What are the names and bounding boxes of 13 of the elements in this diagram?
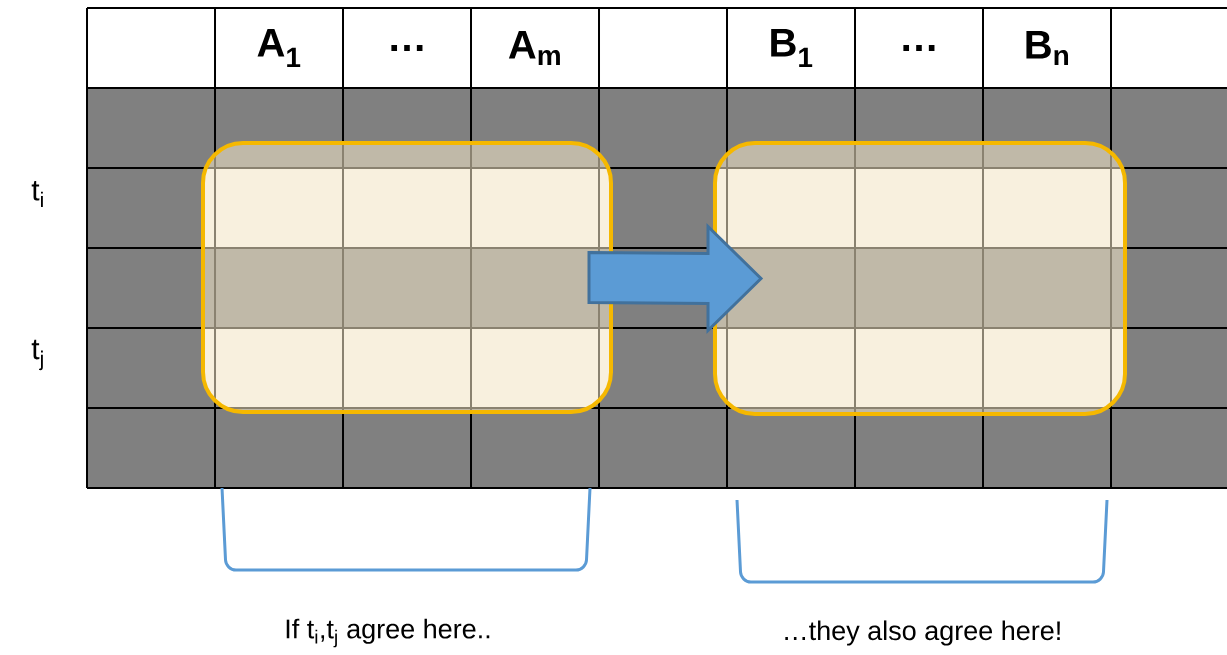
row-label: t$_{i}$ xyxy=(31,180,43,207)
highlight-box xyxy=(201,141,613,414)
column-header: A$_{m}$ xyxy=(508,31,560,65)
column-header: … xyxy=(391,45,423,51)
column-header: B$_{1}$ xyxy=(771,28,813,68)
column-header: B$_{n}$ xyxy=(1026,31,1068,65)
column-header: … xyxy=(903,45,935,51)
row-label: t$_{j}$ xyxy=(31,339,43,371)
column-header: A$_{1}$ xyxy=(257,28,301,68)
block-arrow xyxy=(587,222,764,335)
highlight-box xyxy=(713,141,1127,416)
caption-text: If t$_{i}$,t$_{j}$ agree here.. xyxy=(286,618,490,648)
caption-text: …they also agree here! xyxy=(785,620,1060,646)
